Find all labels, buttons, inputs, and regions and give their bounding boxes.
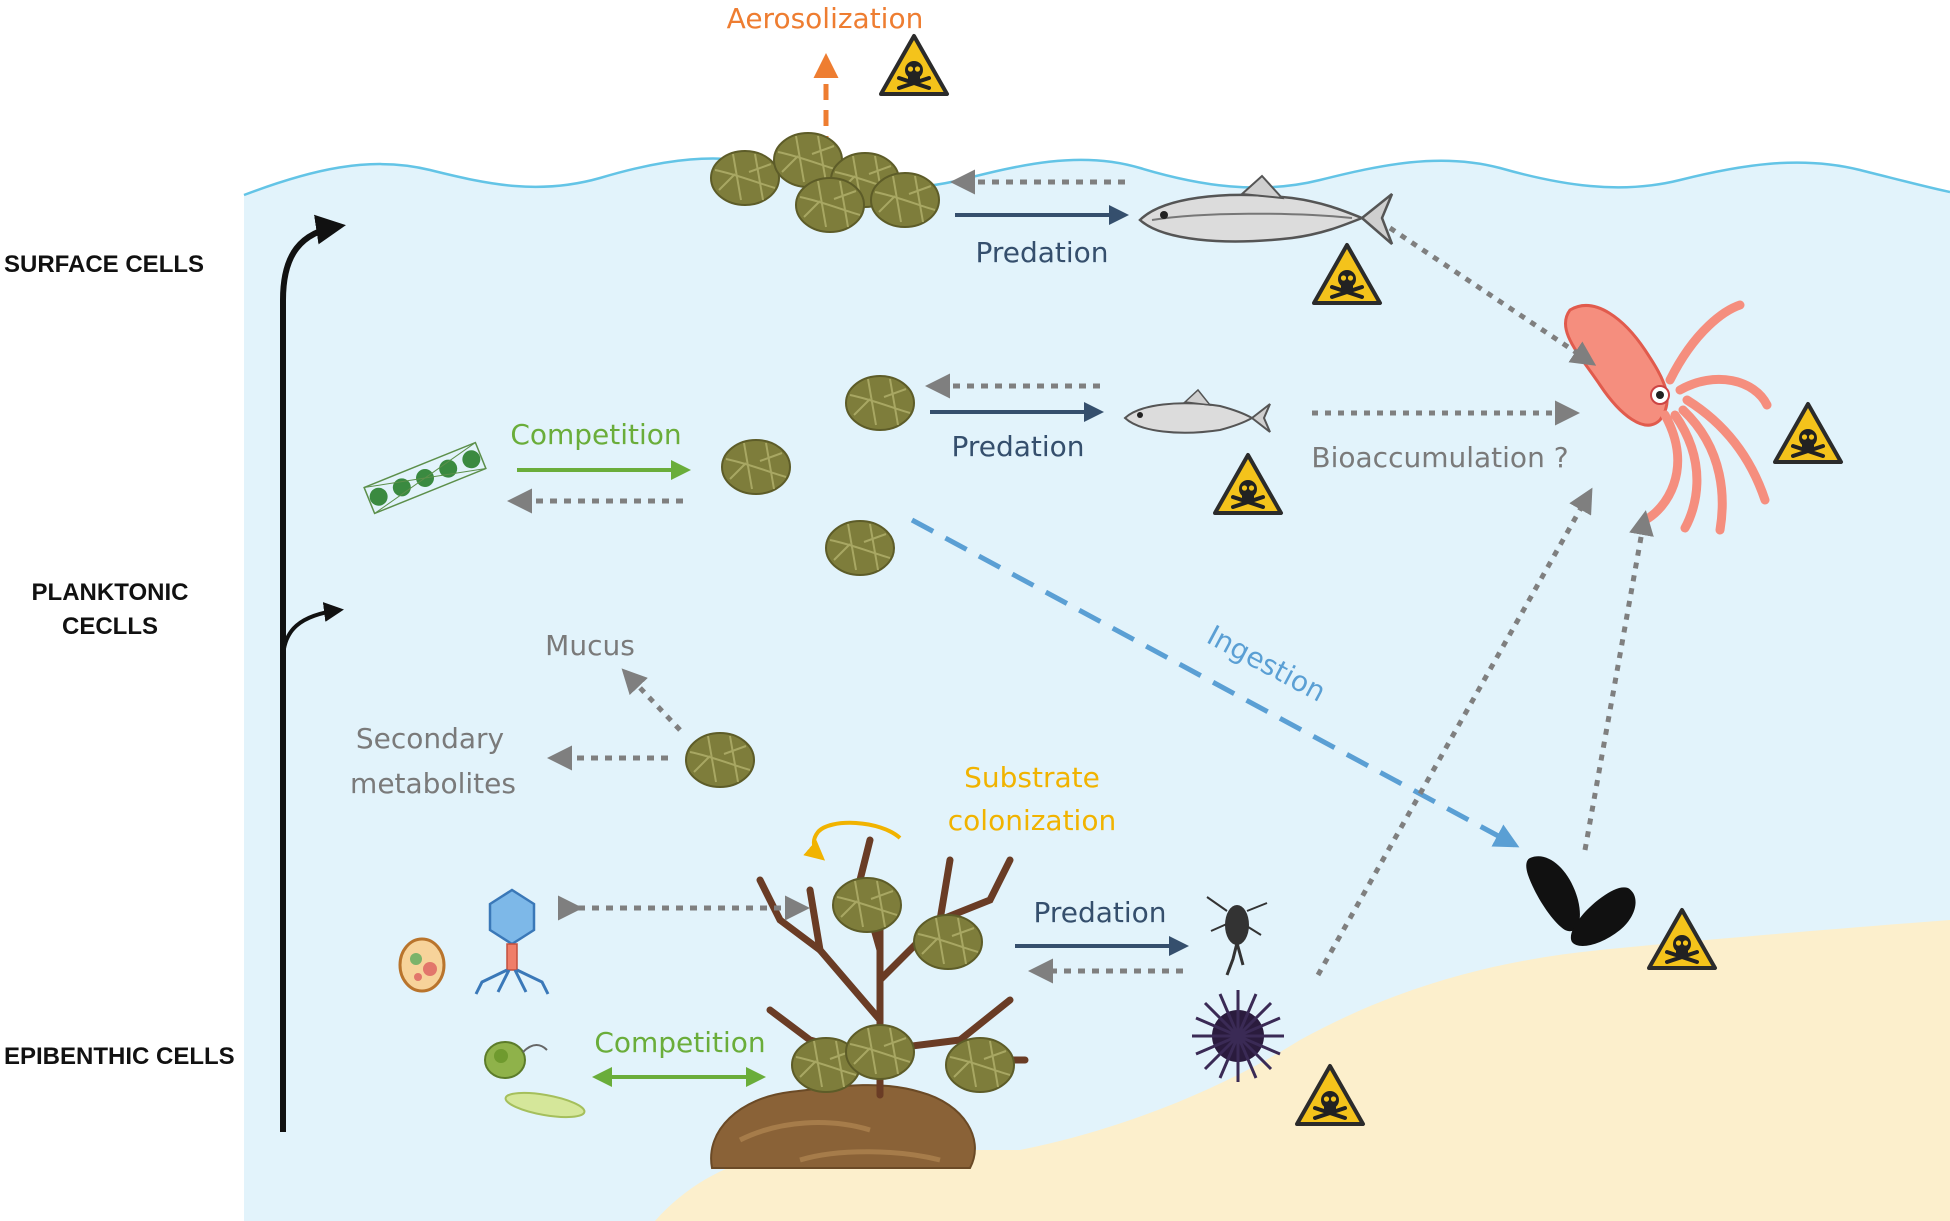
sea-surface-wave: [243, 157, 1950, 197]
label-predation-benthic: Predation: [1033, 896, 1166, 929]
label-predation-surface: Predation: [975, 236, 1108, 269]
sandy-seabed: [655, 920, 1950, 1221]
microalgae-competitor-icons: [484, 1041, 586, 1119]
fish-icon: [1138, 174, 1394, 245]
toxin-hazard-icon: [879, 34, 949, 96]
bacterium-icon: [398, 937, 446, 993]
bacteriophage-icon: [474, 888, 550, 995]
arrow-to-mucus: [621, 668, 682, 732]
label-secondary-metabolites-2: metabolites: [350, 767, 516, 800]
vertical-migration-arrows: [280, 214, 346, 1132]
arrow-substrate-colonization: [803, 820, 902, 861]
arrow-fish-to-squid: [1388, 225, 1597, 366]
label-competition-benthic: Competition: [594, 1026, 765, 1059]
zone-label-planktonic-1: PLANKTONIC: [32, 579, 189, 606]
diatom-chain-icon: [363, 441, 487, 515]
label-aerosolization: Aerosolization: [727, 2, 924, 35]
small-fish-icon: [1123, 388, 1271, 434]
label-substrate-colonization-1: Substrate: [964, 761, 1100, 794]
arrow-ingestion: [910, 517, 1520, 848]
label-competition-plankton: Competition: [510, 418, 681, 451]
label-substrate-colonization-2: colonization: [948, 804, 1116, 837]
label-mucus: Mucus: [545, 629, 635, 662]
zone-label-surface: SURFACE CELLS: [4, 251, 204, 278]
seawater-area: [244, 158, 1950, 1221]
label-secondary-metabolites-1: Secondary: [356, 722, 504, 755]
zone-label-epibenthic: EPIBENTHIC CELLS: [4, 1043, 235, 1070]
label-bioaccumulation: Bioaccumulation ?: [1311, 441, 1568, 474]
label-predation-plankton: Predation: [951, 430, 1084, 463]
arrow-mussel-to-squid: [1582, 510, 1654, 851]
zone-label-planktonic-2: CECLLS: [62, 613, 158, 640]
arrow-urchin-to-squid: [1315, 487, 1593, 977]
sea-urchin-icon: [1192, 990, 1284, 1082]
mussel-icon: [1526, 856, 1636, 946]
squid-icon: [1563, 300, 1772, 535]
copepod-icon: [1206, 896, 1268, 976]
